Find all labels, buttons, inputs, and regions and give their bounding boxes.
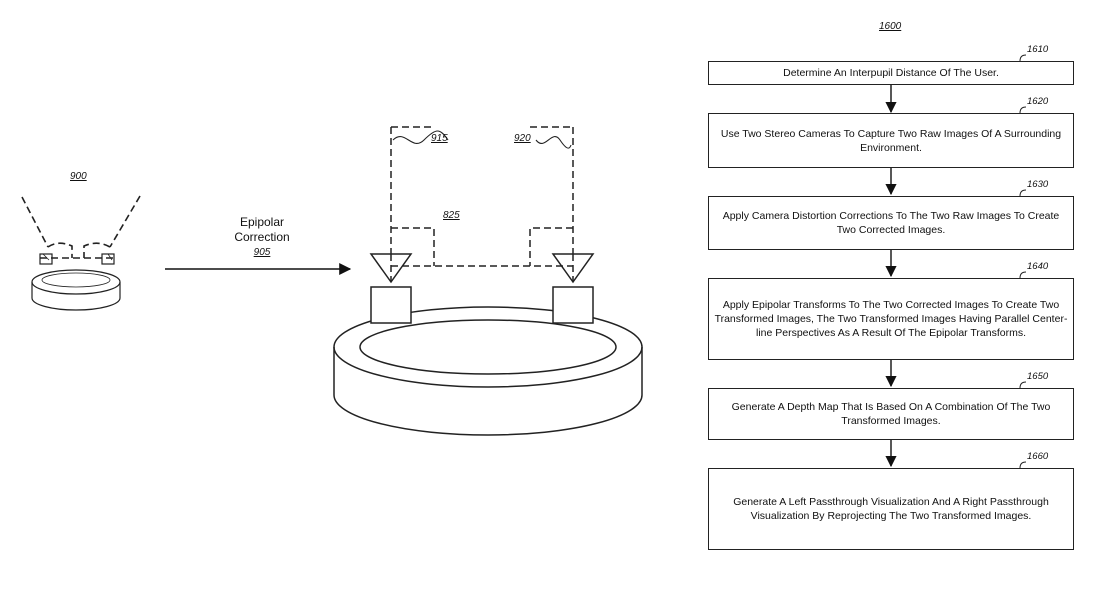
large-headset-squiggles: [393, 131, 571, 148]
flow-step-1660: Generate A Left Passthrough Visualizatio…: [708, 468, 1074, 550]
ref-825: 825: [443, 210, 460, 221]
flow-step-text: Determine An Interpupil Distance Of The …: [783, 66, 999, 80]
flow-step-text: Apply Camera Distortion Corrections To T…: [712, 209, 1070, 237]
flow-step-1620: Use Two Stereo Cameras To Capture Two Ra…: [708, 113, 1074, 168]
step-ref-1620: 1620: [1027, 96, 1048, 107]
large-headset-dashed-lines: [391, 127, 573, 282]
step-ref-1630: 1630: [1027, 179, 1048, 190]
ref-900: 900: [70, 171, 87, 182]
flow-step-text: Use Two Stereo Cameras To Capture Two Ra…: [712, 127, 1070, 155]
flow-step-1610: Determine An Interpupil Distance Of The …: [708, 61, 1074, 85]
step-ref-1610: 1610: [1027, 44, 1048, 55]
flow-step-1640: Apply Epipolar Transforms To The Two Cor…: [708, 278, 1074, 360]
flow-step-text: Generate A Left Passthrough Visualizatio…: [712, 495, 1070, 523]
small-headset-illustration: [32, 254, 120, 310]
epipolar-label-line1: Epipolar: [212, 215, 312, 230]
flow-step-text: Apply Epipolar Transforms To The Two Cor…: [712, 298, 1070, 340]
step-ref-1650: 1650: [1027, 371, 1048, 382]
large-headset-illustration: [334, 254, 642, 435]
ref-915: 915: [431, 133, 448, 144]
step-ref-1660: 1660: [1027, 451, 1048, 462]
small-headset-sight-lines: [22, 196, 140, 258]
flow-step-1650: Generate A Depth Map That Is Based On A …: [708, 388, 1074, 440]
epipolar-label: Epipolar Correction 905: [212, 215, 312, 260]
epipolar-label-line2: Correction: [212, 230, 312, 245]
flowchart-ref-1600: 1600: [879, 21, 901, 32]
step-ref-1640: 1640: [1027, 261, 1048, 272]
ref-920: 920: [514, 133, 531, 144]
flow-step-1630: Apply Camera Distortion Corrections To T…: [708, 196, 1074, 250]
flow-step-text: Generate A Depth Map That Is Based On A …: [712, 400, 1070, 428]
ref-905: 905: [212, 245, 312, 260]
